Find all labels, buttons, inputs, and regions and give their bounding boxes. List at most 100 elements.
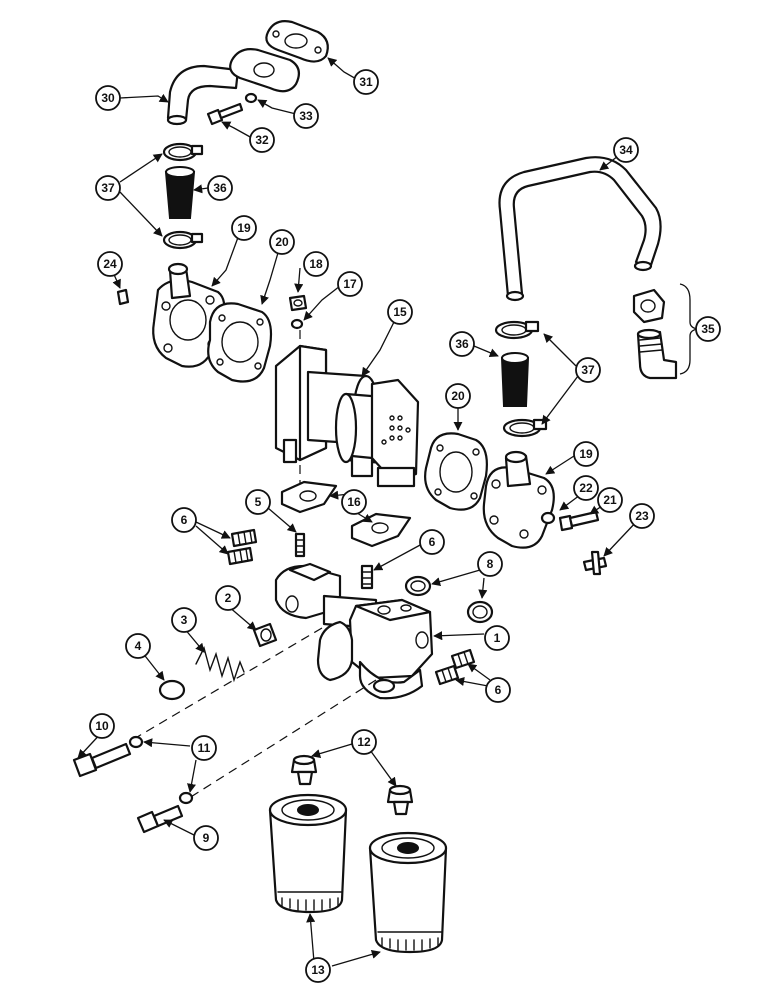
hose-36-right	[500, 352, 530, 407]
fitting-23	[582, 550, 608, 576]
hose-36-upper	[164, 166, 196, 219]
svg-text:9: 9	[203, 831, 210, 845]
svg-text:32: 32	[255, 133, 269, 147]
o-ring-8-a	[404, 575, 432, 597]
adapter-12-b	[386, 784, 414, 816]
callout-11: 11	[191, 735, 217, 761]
callout-15: 15	[387, 299, 413, 325]
o-ring-8-b	[466, 600, 494, 624]
svg-text:23: 23	[635, 509, 649, 523]
svg-text:10: 10	[95, 719, 109, 733]
clamp-37-right-b	[502, 418, 548, 438]
svg-text:31: 31	[359, 75, 373, 89]
callout-4: 4	[125, 633, 151, 659]
callout-37-right: 37	[575, 357, 601, 383]
stud-6-e	[434, 664, 460, 686]
clamp-37-upper-a	[162, 142, 204, 162]
callout-1: 1	[484, 625, 510, 651]
svg-text:19: 19	[579, 447, 593, 461]
gasket-16-a	[280, 480, 338, 514]
svg-text:36: 36	[455, 337, 469, 351]
svg-text:30: 30	[101, 91, 115, 105]
svg-text:5: 5	[255, 495, 262, 509]
callout-10: 10	[89, 713, 115, 739]
gasket-20-right	[424, 432, 488, 511]
callout-36-right: 36	[449, 331, 475, 357]
bolt-9	[136, 804, 184, 834]
callout-2: 2	[215, 585, 241, 611]
elbow-housing-19-upper	[152, 262, 226, 368]
tube-30	[166, 48, 301, 126]
callout-21: 21	[597, 487, 623, 513]
elbow-fitting-35	[636, 328, 678, 380]
callout-34: 34	[613, 137, 639, 163]
svg-text:15: 15	[393, 305, 407, 319]
stud-6-c	[360, 564, 374, 590]
callout-19-right: 19	[573, 441, 599, 467]
callout-30: 30	[95, 85, 121, 111]
callout-16: 16	[341, 489, 367, 515]
cap-4	[158, 679, 186, 701]
washer-33	[244, 92, 258, 104]
svg-text:11: 11	[198, 741, 211, 755]
svg-text:17: 17	[343, 277, 357, 291]
callout-20-upper: 20	[269, 229, 295, 255]
callout-13: 13	[305, 957, 331, 983]
callout-6-right: 6	[485, 677, 511, 703]
callout-6-middle: 6	[419, 529, 445, 555]
svg-text:37: 37	[101, 181, 115, 195]
svg-text:1: 1	[494, 631, 501, 645]
callout-20-right: 20	[445, 383, 471, 409]
elbow-housing-19-right	[482, 450, 555, 549]
washer-17	[290, 318, 304, 330]
callout-37-upper: 37	[95, 175, 121, 201]
svg-text:18: 18	[309, 257, 323, 271]
svg-text:21: 21	[603, 493, 617, 507]
svg-text:22: 22	[579, 481, 593, 495]
gasket-16-b	[350, 512, 412, 548]
spring-3	[195, 646, 245, 683]
svg-text:6: 6	[495, 683, 502, 697]
callout-17: 17	[337, 271, 363, 297]
stud-5	[294, 532, 306, 558]
callout-32: 32	[249, 127, 275, 153]
svg-text:35: 35	[701, 322, 715, 336]
callout-35: 35	[695, 316, 721, 342]
plug-24	[116, 288, 130, 306]
svg-text:24: 24	[103, 257, 117, 271]
svg-text:20: 20	[275, 235, 289, 249]
svg-text:6: 6	[429, 535, 436, 549]
oil-filter-13-a	[268, 793, 348, 914]
leader-lines	[77, 57, 639, 967]
callout-36-upper: 36	[207, 175, 233, 201]
svg-text:37: 37	[581, 363, 595, 377]
adapter-12-a	[290, 754, 318, 786]
callout-31: 31	[353, 69, 379, 95]
callout-5: 5	[245, 489, 271, 515]
svg-text:34: 34	[619, 143, 633, 157]
stud-6-b	[226, 546, 254, 566]
svg-text:16: 16	[347, 495, 361, 509]
clamp-37-right-a	[494, 320, 540, 340]
washer-11-b	[178, 791, 194, 805]
callout-23: 23	[629, 503, 655, 529]
svg-text:8: 8	[487, 557, 494, 571]
svg-text:12: 12	[357, 735, 371, 749]
svg-text:3: 3	[181, 613, 188, 627]
gasket-31	[265, 20, 329, 63]
bolt-32	[206, 102, 244, 126]
plug-2	[252, 622, 278, 648]
filter-head-1	[274, 562, 434, 700]
bolt-10	[72, 742, 132, 778]
bolt-21	[558, 510, 600, 532]
clamp-37-upper-b	[162, 230, 204, 250]
callout-8: 8	[477, 551, 503, 577]
callout-3: 3	[171, 607, 197, 633]
stud-6-a	[230, 528, 258, 548]
oil-filter-13-b	[368, 831, 448, 954]
callout-6-left: 6	[171, 507, 197, 533]
gasket-20-upper	[207, 302, 273, 383]
svg-text:20: 20	[451, 389, 465, 403]
callout-33: 33	[293, 103, 319, 129]
